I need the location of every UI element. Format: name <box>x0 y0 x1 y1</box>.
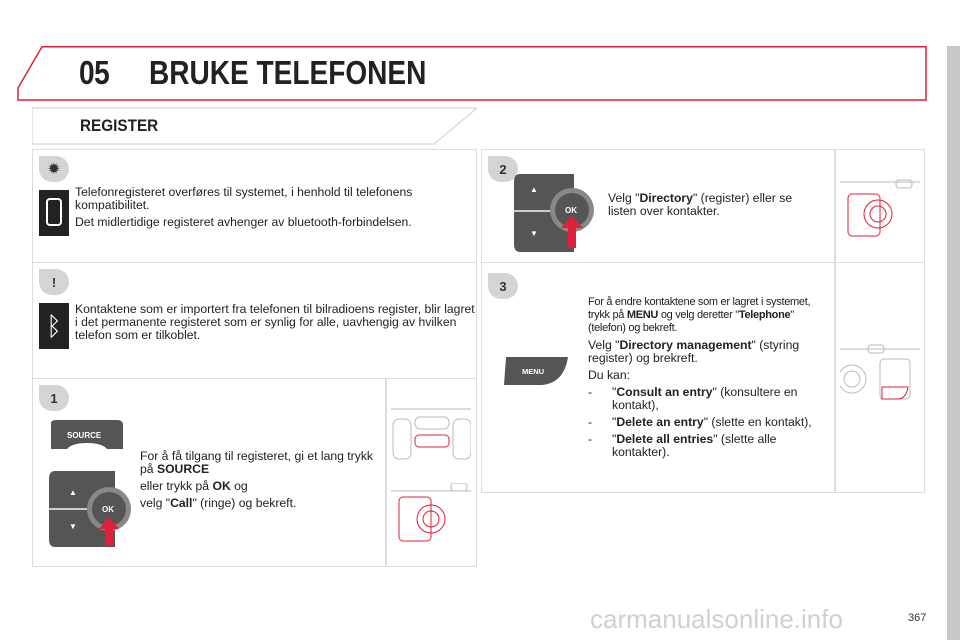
chapter-header: 05 BRUKE TELEFONEN <box>17 46 927 101</box>
tip-box-info: ✹ Telefonregisteret overføres til system… <box>32 149 477 264</box>
step-2-text: Velg "Directory" (register) eller se lis… <box>608 191 793 218</box>
step-1-box: 1 SOURCE ▲ ▼ OK For å få tilgang til regis… <box>32 378 477 567</box>
tip-text: Kontaktene som er importert fra telefone… <box>75 303 475 346</box>
step-number-badge: 1 <box>39 385 69 411</box>
ok-button-image: ▲ ▼ OK <box>514 174 594 252</box>
red-arrow-icon <box>561 216 583 248</box>
tip-line: Telefonregisteret overføres til systemet… <box>75 185 413 212</box>
page-title: BRUKE TELEFONEN <box>149 54 427 91</box>
ok-button-label: OK <box>102 505 114 514</box>
list-item: -"Delete all entries" (slette alle konta… <box>588 432 777 459</box>
watermark: carmanualsonline.info <box>590 604 843 634</box>
source-button-image: SOURCE <box>51 420 123 449</box>
svg-text:▼: ▼ <box>69 522 77 531</box>
lightbulb-icon: ✹ <box>39 156 69 182</box>
svg-text:▲: ▲ <box>69 488 77 497</box>
list-item: -"Delete an entry" (slette en kontakt), <box>588 415 812 429</box>
step-3-text: For å endre kontaktene som er lagret i s… <box>588 296 818 463</box>
column-divider <box>834 263 836 492</box>
menu-button-image: MENU <box>504 357 568 385</box>
section-title: REGISTER <box>80 116 159 135</box>
tip-box-warning: ! ᛒ Kontaktene som er importert fra tele… <box>32 262 477 379</box>
step-3-box: 3 MENU For å endre kontaktene som er lag… <box>481 262 925 493</box>
radio-panel-menu-image <box>840 344 920 400</box>
header-frame <box>17 46 927 101</box>
menu-button-label: MENU <box>522 367 544 376</box>
radio-panel-ok-image <box>840 179 920 237</box>
chapter-number: 05 <box>79 54 110 91</box>
bluetooth-icon: ᛒ <box>39 303 69 349</box>
tip-text: Telefonregisteret overføres til systemet… <box>75 186 475 233</box>
tip-line: Kontaktene som er importert fra telefone… <box>75 302 475 342</box>
step-2-box: 2 ▲ ▼ OK Velg "Directory" (register) eller… <box>481 149 925 264</box>
radio-panel-ok-image <box>391 483 471 542</box>
step-1-text: For å få tilgang til registeret, gi et l… <box>140 449 374 510</box>
step-number-badge: 3 <box>488 273 518 299</box>
step-number-badge: 2 <box>488 156 518 182</box>
section-header: REGISTER <box>32 107 477 145</box>
exclamation-icon: ! <box>39 269 69 295</box>
column-divider <box>385 379 387 566</box>
column-divider <box>834 150 836 263</box>
radio-panel-source-image <box>391 408 471 460</box>
list-item: -"Consult an entry" (konsultere en konta… <box>588 385 798 412</box>
red-arrow-icon <box>99 517 119 545</box>
svg-text:▼: ▼ <box>530 229 538 238</box>
side-tab-strip <box>947 46 960 640</box>
svg-text:▲: ▲ <box>530 185 538 194</box>
ok-button-image: ▲ ▼ OK <box>49 471 131 547</box>
section-frame <box>32 107 477 145</box>
source-button-label: SOURCE <box>67 431 102 440</box>
ok-button-label: OK <box>565 206 577 215</box>
tip-line: Det midlertidige registeret avhenger av … <box>75 215 412 229</box>
phone-icon <box>39 190 69 236</box>
page-number: 367 <box>908 612 927 624</box>
